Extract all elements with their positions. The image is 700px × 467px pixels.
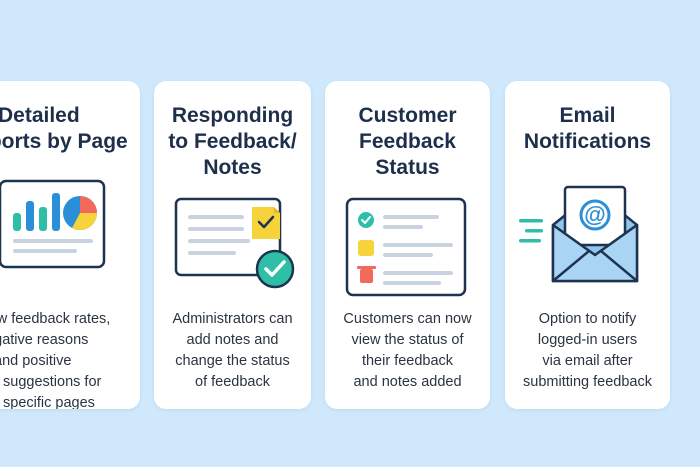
card-description: Option to notify logged-in users via ema… — [523, 311, 652, 390]
envelope-at-icon: @ — [519, 185, 639, 283]
feature-card-status: Customer Feedback Status Customers can n… — [325, 81, 490, 409]
card-description: Customers can now view the status of the… — [343, 311, 472, 390]
bar-pie-chart-report-icon — [0, 179, 106, 269]
card-description: Administrators can add notes and change … — [172, 311, 293, 390]
feature-card-responding: Responding to Feedback/ Notes Administra… — [154, 81, 311, 409]
card-title: Responding to Feedback/ Notes — [168, 104, 297, 179]
status-checklist-icon — [345, 197, 467, 297]
document-note-check-icon — [174, 197, 295, 289]
card-description: View feedback rates, negative reasons an… — [0, 311, 111, 409]
card-title: Email Notifications — [523, 104, 652, 153]
feature-card-email: Email Notifications @ Option to notify l… — [505, 81, 670, 409]
svg-text:@: @ — [584, 202, 605, 227]
feature-card-reports: Detailed Reports by Page View feedback r… — [0, 81, 140, 409]
card-title: Customer Feedback Status — [358, 104, 457, 179]
card-title: Detailed Reports by Page — [0, 104, 128, 153]
